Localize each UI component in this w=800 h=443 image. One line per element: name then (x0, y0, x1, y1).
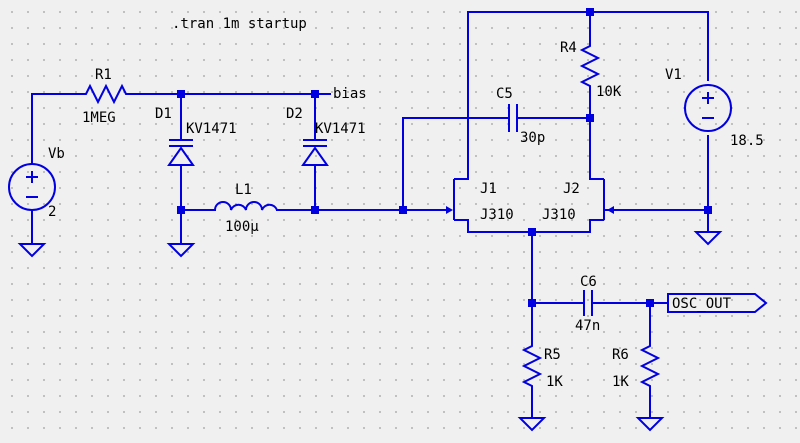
l1-name: L1 (235, 182, 252, 198)
inductor-l1-symbol[interactable] (214, 201, 278, 211)
r1-name: R1 (95, 67, 112, 83)
j2-value: J310 (542, 207, 576, 223)
d1-value: KV1471 (186, 121, 237, 137)
junctions (177, 8, 712, 307)
jfet-j1-symbol[interactable] (446, 178, 468, 221)
ground-icon (166, 243, 196, 258)
j1-value: J310 (480, 207, 514, 223)
osc-out-label: OSC_OUT (672, 296, 732, 312)
wire-gate-c5[interactable] (402, 117, 508, 211)
bias-net-label: bias (333, 86, 367, 102)
c6-name: C6 (580, 274, 597, 290)
wires (31, 11, 709, 419)
ground-icon (635, 417, 665, 432)
j1-name: J1 (480, 181, 497, 197)
resistor-r4-symbol[interactable] (579, 40, 601, 92)
voltage-source-v1-symbol[interactable] (684, 84, 732, 132)
v1-value: 18.5 (730, 133, 764, 149)
junction-dot (311, 206, 319, 214)
c5-name: C5 (496, 86, 513, 102)
wire-vb-r1[interactable] (31, 93, 81, 165)
spice-directive[interactable]: .tran 1m startup (172, 16, 307, 32)
junction-dot (646, 299, 654, 307)
ground-icon (517, 417, 547, 432)
resistor-r1-symbol[interactable] (80, 83, 130, 105)
vb-value: 2 (48, 204, 56, 220)
voltage-source-vb-symbol[interactable] (8, 163, 56, 211)
junction-dot (586, 8, 594, 16)
r1-value: 1MEG (82, 110, 116, 126)
jfet-j2-symbol[interactable] (590, 178, 614, 221)
c6-value: 47n (575, 318, 600, 334)
r4-name: R4 (560, 40, 577, 56)
capacitor-c6-symbol[interactable] (583, 290, 593, 316)
d1-name: D1 (155, 106, 172, 122)
r6-name: R6 (612, 347, 629, 363)
ground-icon (17, 243, 47, 258)
resistor-r6-symbol[interactable] (639, 340, 661, 398)
junction-dot (311, 90, 319, 98)
v1-name: V1 (665, 67, 682, 83)
varactor-d1-symbol[interactable] (167, 139, 195, 166)
r6-value: 1K (612, 374, 629, 390)
capacitor-c5-symbol[interactable] (508, 104, 518, 132)
r5-value: 1K (546, 374, 563, 390)
junction-dot (177, 206, 185, 214)
d2-value: KV1471 (315, 121, 366, 137)
output-port-osc-out[interactable] (667, 293, 768, 313)
junction-dot (528, 228, 536, 236)
r4-value: 10K (596, 84, 622, 100)
junction-dot (586, 114, 594, 122)
resistor-r5-symbol[interactable] (521, 340, 543, 398)
junction-dot (399, 206, 407, 214)
r5-name: R5 (544, 347, 561, 363)
junction-dot (528, 299, 536, 307)
l1-value: 100µ (225, 219, 259, 235)
ground-icon (693, 231, 723, 246)
c5-value: 30p (520, 130, 545, 146)
junction-dot (177, 90, 185, 98)
j2-name: J2 (563, 181, 580, 197)
vb-name: Vb (48, 146, 65, 162)
junction-dot (704, 206, 712, 214)
d2-name: D2 (286, 106, 303, 122)
varactor-d2-symbol[interactable] (301, 139, 329, 166)
